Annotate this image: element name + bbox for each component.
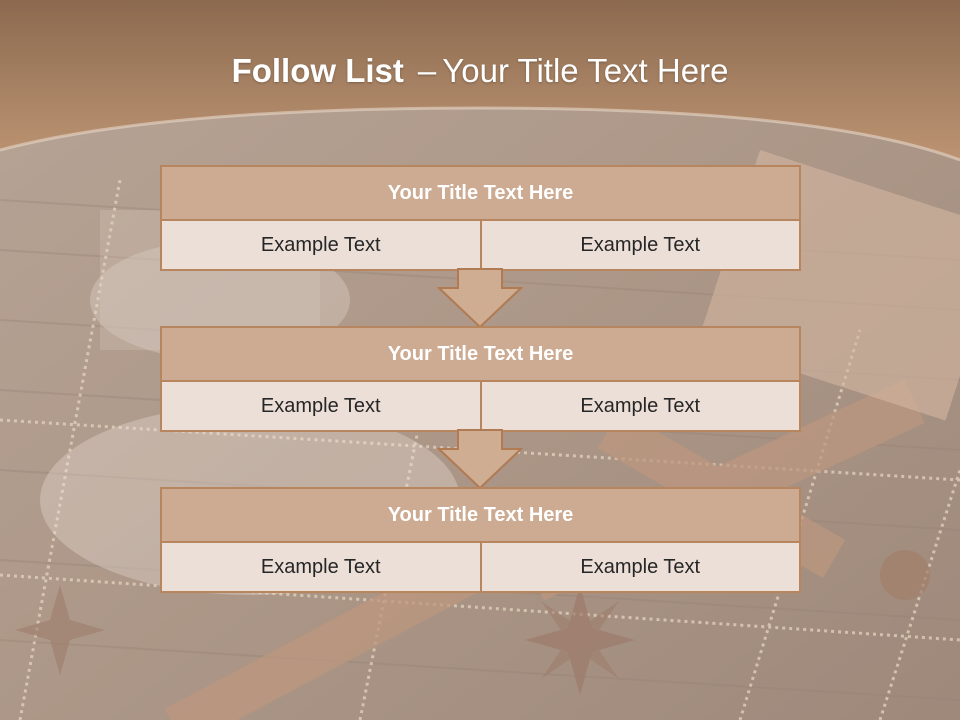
block-row: Example Text Example Text (160, 219, 801, 271)
down-arrow-icon (437, 268, 523, 328)
slide-title-dash: – (417, 52, 437, 89)
down-arrow-icon (437, 429, 523, 489)
block-cell-right: Example Text (479, 219, 801, 271)
block-row: Example Text Example Text (160, 380, 801, 432)
block-cell-left: Example Text (160, 541, 482, 593)
block-cell-left: Example Text (160, 380, 482, 432)
block-title: Your Title Text Here (160, 165, 801, 221)
block-cell-left: Example Text (160, 219, 482, 271)
slide-title: Follow List–Your Title Text Here (0, 52, 960, 90)
list-block-3: Your Title Text Here Example Text Exampl… (160, 487, 801, 593)
block-cell-right: Example Text (479, 380, 801, 432)
block-title: Your Title Text Here (160, 326, 801, 382)
block-title: Your Title Text Here (160, 487, 801, 543)
slide-title-bold: Follow List (231, 52, 404, 89)
list-block-2: Your Title Text Here Example Text Exampl… (160, 326, 801, 432)
block-row: Example Text Example Text (160, 541, 801, 593)
slide-title-rest: Your Title Text Here (442, 52, 729, 89)
list-block-1: Your Title Text Here Example Text Exampl… (160, 165, 801, 271)
block-cell-right: Example Text (479, 541, 801, 593)
